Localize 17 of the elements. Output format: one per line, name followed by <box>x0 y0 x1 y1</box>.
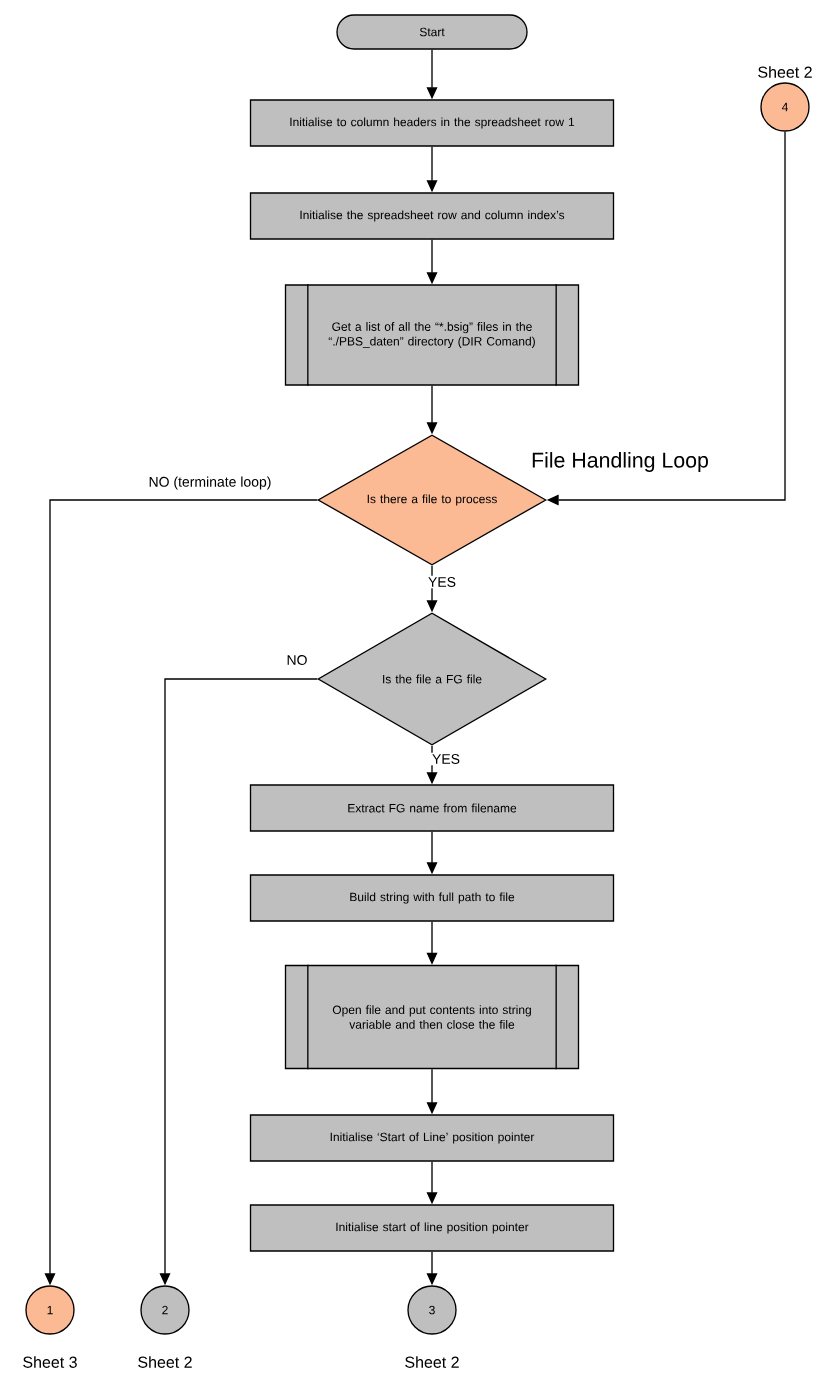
sheet-label: Sheet 2 <box>138 1356 192 1368</box>
edge-label: NO (terminate loop) <box>147 475 273 491</box>
edge-label: YES <box>430 752 462 766</box>
process-box: Build string with full path to file <box>249 874 615 922</box>
process-box: Initialise to column headers in the spreadsheet row 1 <box>249 99 615 147</box>
subprocess-box: Get a list of all the “*.bsig” files in the “./PBS_daten” directory (DIR Comand) <box>284 283 580 387</box>
edge-label: NO <box>285 653 309 667</box>
edge-label: YES <box>426 575 458 589</box>
process-box: Initialise ‘Start of Line’ position pointer <box>249 1114 615 1162</box>
sheet-label: Sheet 2 <box>758 66 812 78</box>
process-box: Initialise the spreadsheet row and column index’s <box>249 192 615 240</box>
process-box: Extract FG name from filename <box>249 784 615 832</box>
process-box: Initialise start of line position pointer <box>249 1204 615 1252</box>
sheet-label: Sheet 2 <box>405 1356 459 1368</box>
subprocess-box: Open file and put contents into string variable and then close the file <box>284 964 580 1070</box>
sheet-label: Sheet 3 <box>23 1356 77 1368</box>
terminal-box: Start <box>336 14 528 50</box>
